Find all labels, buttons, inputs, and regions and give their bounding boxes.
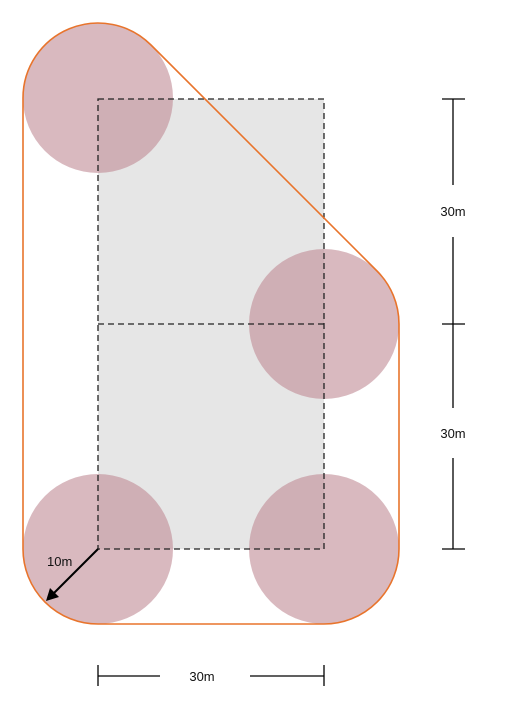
radius-label: 10m [47,554,72,569]
horizontal-label: 30m [189,669,214,684]
vertical-dimension [442,98,465,550]
vertical-top-label: 30m [440,204,465,219]
radius-arrow-head [46,588,59,601]
vertical-bottom-label: 30m [440,426,465,441]
radius-arrow-line [53,548,99,594]
buffer-circle-top-left [23,23,173,173]
buffer-hull-outline [22,22,400,625]
horizontal-dimension [97,665,325,686]
